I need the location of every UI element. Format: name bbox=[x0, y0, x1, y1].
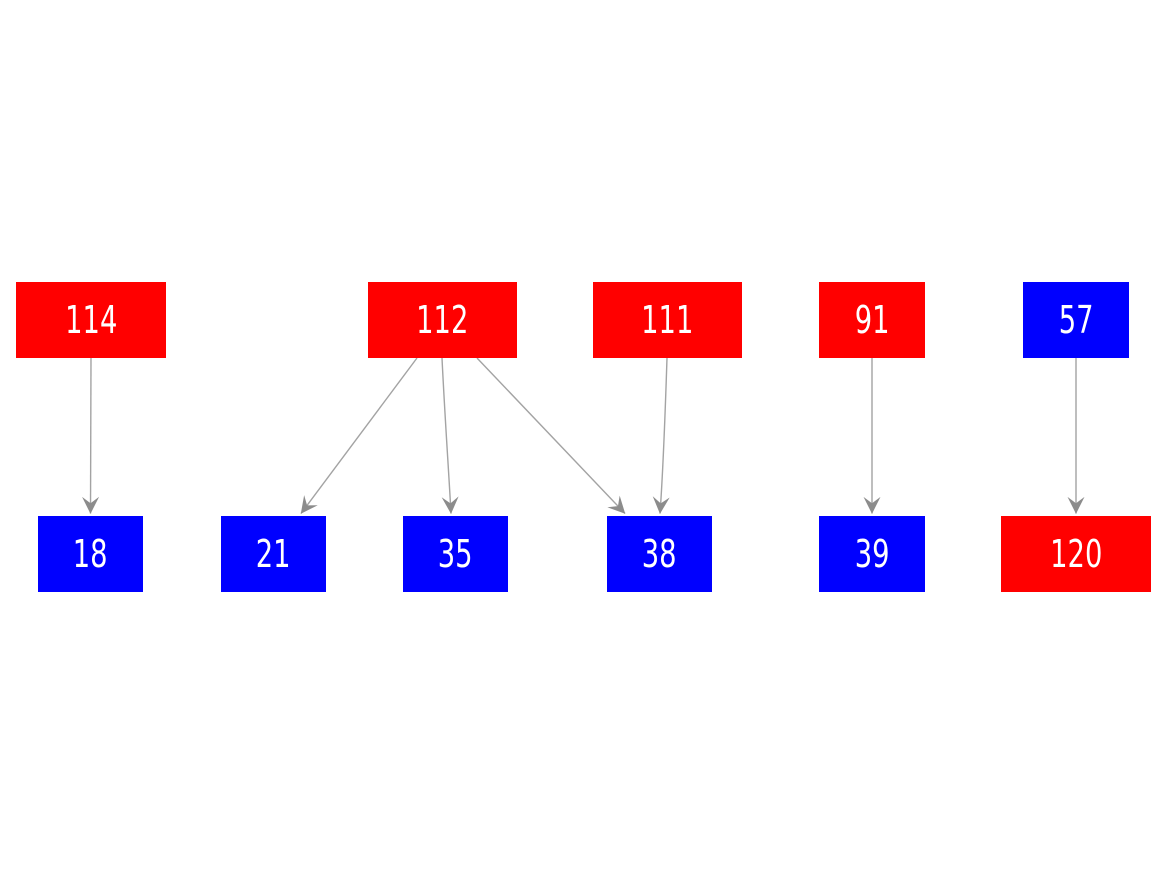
node-111: 111 bbox=[593, 282, 742, 358]
node-label: 18 bbox=[73, 532, 108, 576]
node-38: 38 bbox=[607, 516, 712, 592]
node-18: 18 bbox=[38, 516, 143, 592]
node-91: 91 bbox=[819, 282, 925, 358]
node-label: 120 bbox=[1049, 532, 1103, 576]
node-label: 21 bbox=[256, 532, 291, 576]
node-57: 57 bbox=[1023, 282, 1129, 358]
node-label: 111 bbox=[641, 298, 694, 342]
node-label: 112 bbox=[416, 298, 469, 342]
node-label: 91 bbox=[854, 298, 890, 342]
node-label: 38 bbox=[642, 532, 677, 576]
node-label: 35 bbox=[438, 532, 473, 576]
edge-114-18 bbox=[82, 357, 100, 514]
edge-112-21 bbox=[300, 357, 418, 514]
node-21: 21 bbox=[221, 516, 326, 592]
node-label: 57 bbox=[1058, 298, 1094, 342]
node-120: 120 bbox=[1001, 516, 1151, 592]
edge-112-38 bbox=[476, 357, 626, 514]
node-label: 114 bbox=[64, 298, 118, 342]
node-112: 112 bbox=[368, 282, 517, 358]
node-label: 39 bbox=[854, 532, 890, 576]
edge-112-35 bbox=[441, 357, 459, 514]
node-35: 35 bbox=[403, 516, 508, 592]
edge-111-38 bbox=[652, 357, 670, 514]
node-114: 114 bbox=[16, 282, 166, 358]
node-39: 39 bbox=[819, 516, 925, 592]
